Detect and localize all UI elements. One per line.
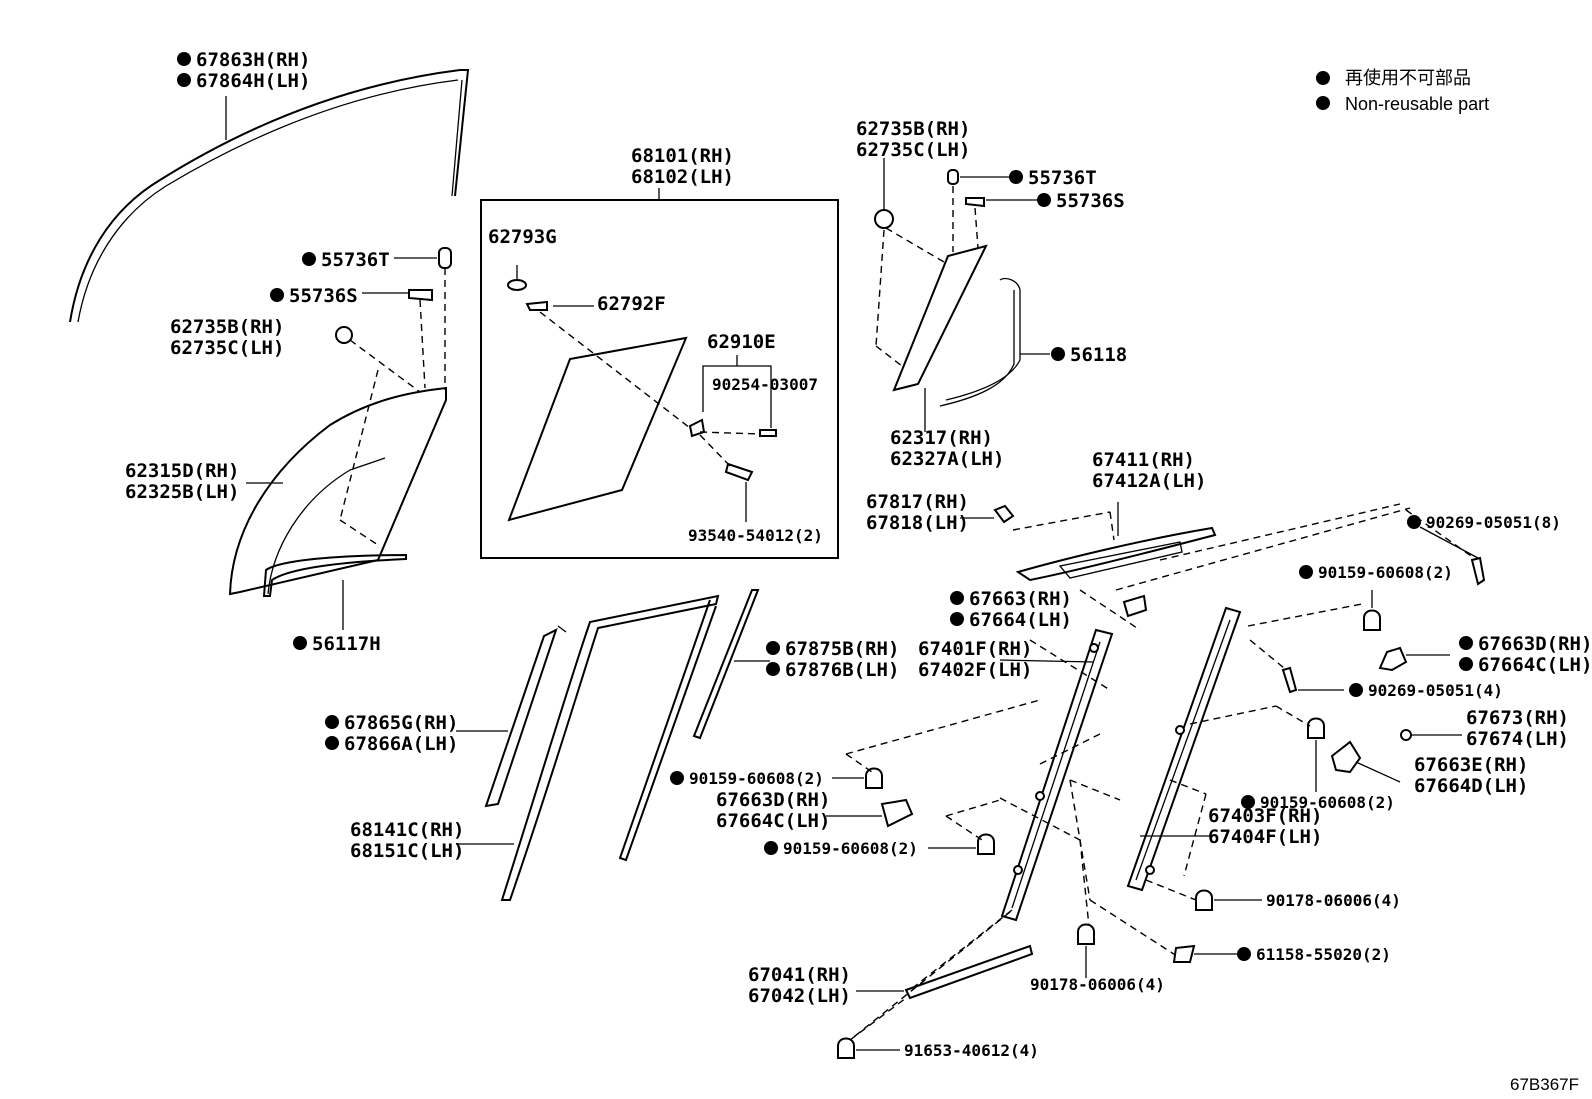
label-90178-b: 90178-06006(4) [1030, 975, 1165, 994]
door-glass-box [480, 188, 839, 559]
label-67865G: 67865G(RH) [344, 712, 458, 734]
nonreusable-dot [1459, 657, 1473, 671]
label-90269-4: 90269-05051(4) [1368, 681, 1503, 700]
label-67401F: 67401F(RH) [918, 638, 1032, 660]
regulator-rails [999, 606, 1311, 959]
label-67663E: 67663E(RH) [1414, 754, 1528, 776]
label-68151C: 68151C(LH) [350, 840, 464, 862]
label-67403F: 67403F(RH) [1208, 805, 1322, 827]
nonreusable-dot [1299, 565, 1313, 579]
label-62327A: 62327A(LH) [890, 448, 1004, 470]
label-67404F: 67404F(LH) [1208, 826, 1322, 848]
label-68102: 68102(LH) [631, 166, 734, 188]
label-68141C: 68141C(RH) [350, 819, 464, 841]
nonreusable-dot [950, 591, 964, 605]
label-62910E: 62910E [707, 331, 776, 353]
nonreusable-dot [1407, 515, 1421, 529]
legend-en: Non-reusable part [1345, 94, 1489, 114]
label-67041: 67041(RH) [748, 964, 851, 986]
label-93540: 93540-54012(2) [688, 526, 823, 545]
label-67673: 67673(RH) [1466, 707, 1569, 729]
label-67817: 67817(RH) [866, 491, 969, 513]
label-55736T-b: 55736T [1028, 167, 1097, 189]
nonreusable-dot [1241, 795, 1255, 809]
label-67402F: 67402F(LH) [918, 659, 1032, 681]
label-67866A: 67866A(LH) [344, 733, 458, 755]
label-61158: 61158-55020(2) [1256, 945, 1391, 964]
label-62793G: 62793G [488, 226, 557, 248]
label-90159-b: 90159-60608(2) [1260, 793, 1395, 812]
nonreusable-dot [766, 662, 780, 676]
label-67863H: 67863H(RH) [196, 49, 310, 71]
nonreusable-dot [325, 715, 339, 729]
label-67663D-b: 67663D(RH) [716, 789, 830, 811]
label-67818: 67818(LH) [866, 512, 969, 534]
label-68101: 68101(RH) [631, 145, 734, 167]
label-56118: 56118 [1070, 344, 1127, 366]
label-67664C-a: 67664C(LH) [1478, 654, 1592, 676]
nonreusable-dot [1051, 347, 1065, 361]
label-90254: 90254-03007 [712, 375, 818, 394]
label-90178-a: 90178-06006(4) [1266, 891, 1401, 910]
label-62735C-b: 62735C(LH) [856, 139, 970, 161]
label-67042: 67042(LH) [748, 985, 851, 1007]
label-67875B: 67875B(RH) [785, 638, 899, 660]
legend-dot-jp [1316, 71, 1330, 85]
nonreusable-dot [325, 736, 339, 750]
nonreusable-dot [177, 73, 191, 87]
quarter-glass-right [874, 158, 1050, 432]
label-62735C-a: 62735C(LH) [170, 337, 284, 359]
label-55736S-a: 55736S [289, 285, 358, 307]
label-90269-8: 90269-05051(8) [1426, 513, 1561, 532]
label-55736S-b: 55736S [1056, 190, 1125, 212]
run-channels [456, 589, 770, 901]
label-67412A: 67412A(LH) [1092, 470, 1206, 492]
label-91653: 91653-40612(4) [904, 1041, 1039, 1060]
label-67664C-b: 67664C(LH) [716, 810, 830, 832]
nonreusable-dot [177, 52, 191, 66]
nonreusable-dot [1237, 947, 1251, 961]
label-67664: 67664(LH) [969, 609, 1072, 631]
diagram-code: 67B367F [1510, 1075, 1579, 1094]
nonreusable-dot [1009, 170, 1023, 184]
label-62315D: 62315D(RH) [125, 460, 239, 482]
fasteners-lower [826, 699, 1262, 1059]
nonreusable-dot [1349, 683, 1363, 697]
label-67664D: 67664D(LH) [1414, 775, 1528, 797]
label-67663: 67663(RH) [969, 588, 1072, 610]
nonreusable-dot [766, 641, 780, 655]
nonreusable-dot [302, 252, 316, 266]
label-67864H: 67864H(LH) [196, 70, 310, 92]
label-67411: 67411(RH) [1092, 449, 1195, 471]
label-90159-d: 90159-60608(2) [783, 839, 918, 858]
legend: 再使用不可部品 Non-reusable part [1316, 68, 1489, 114]
label-62792F: 62792F [597, 293, 666, 315]
nonreusable-dot [270, 288, 284, 302]
legend-jp: 再使用不可部品 [1345, 68, 1471, 88]
label-90159-a: 90159-60608(2) [1318, 563, 1453, 582]
label-56117H: 56117H [312, 633, 381, 655]
quarter-glass-left [228, 247, 452, 630]
nonreusable-dot [293, 636, 307, 650]
fasteners-right [1247, 509, 1486, 792]
nonreusable-dot [764, 841, 778, 855]
legend-dot-en [1316, 96, 1330, 110]
nonreusable-dot [1037, 193, 1051, 207]
nonreusable-dot [950, 612, 964, 626]
label-62325B: 62325B(LH) [125, 481, 239, 503]
label-67674: 67674(LH) [1466, 728, 1569, 750]
label-67876B: 67876B(LH) [785, 659, 899, 681]
label-67663D-a: 67663D(RH) [1478, 633, 1592, 655]
glass-run-front [69, 69, 470, 323]
nonreusable-dot [670, 771, 684, 785]
label-62735B-b: 62735B(RH) [856, 118, 970, 140]
label-55736T-a: 55736T [321, 249, 390, 271]
label-62735B-a: 62735B(RH) [170, 316, 284, 338]
label-62317: 62317(RH) [890, 427, 993, 449]
regulator-bracket [960, 502, 1411, 631]
label-90159-c: 90159-60608(2) [689, 769, 824, 788]
nonreusable-dot [1459, 636, 1473, 650]
